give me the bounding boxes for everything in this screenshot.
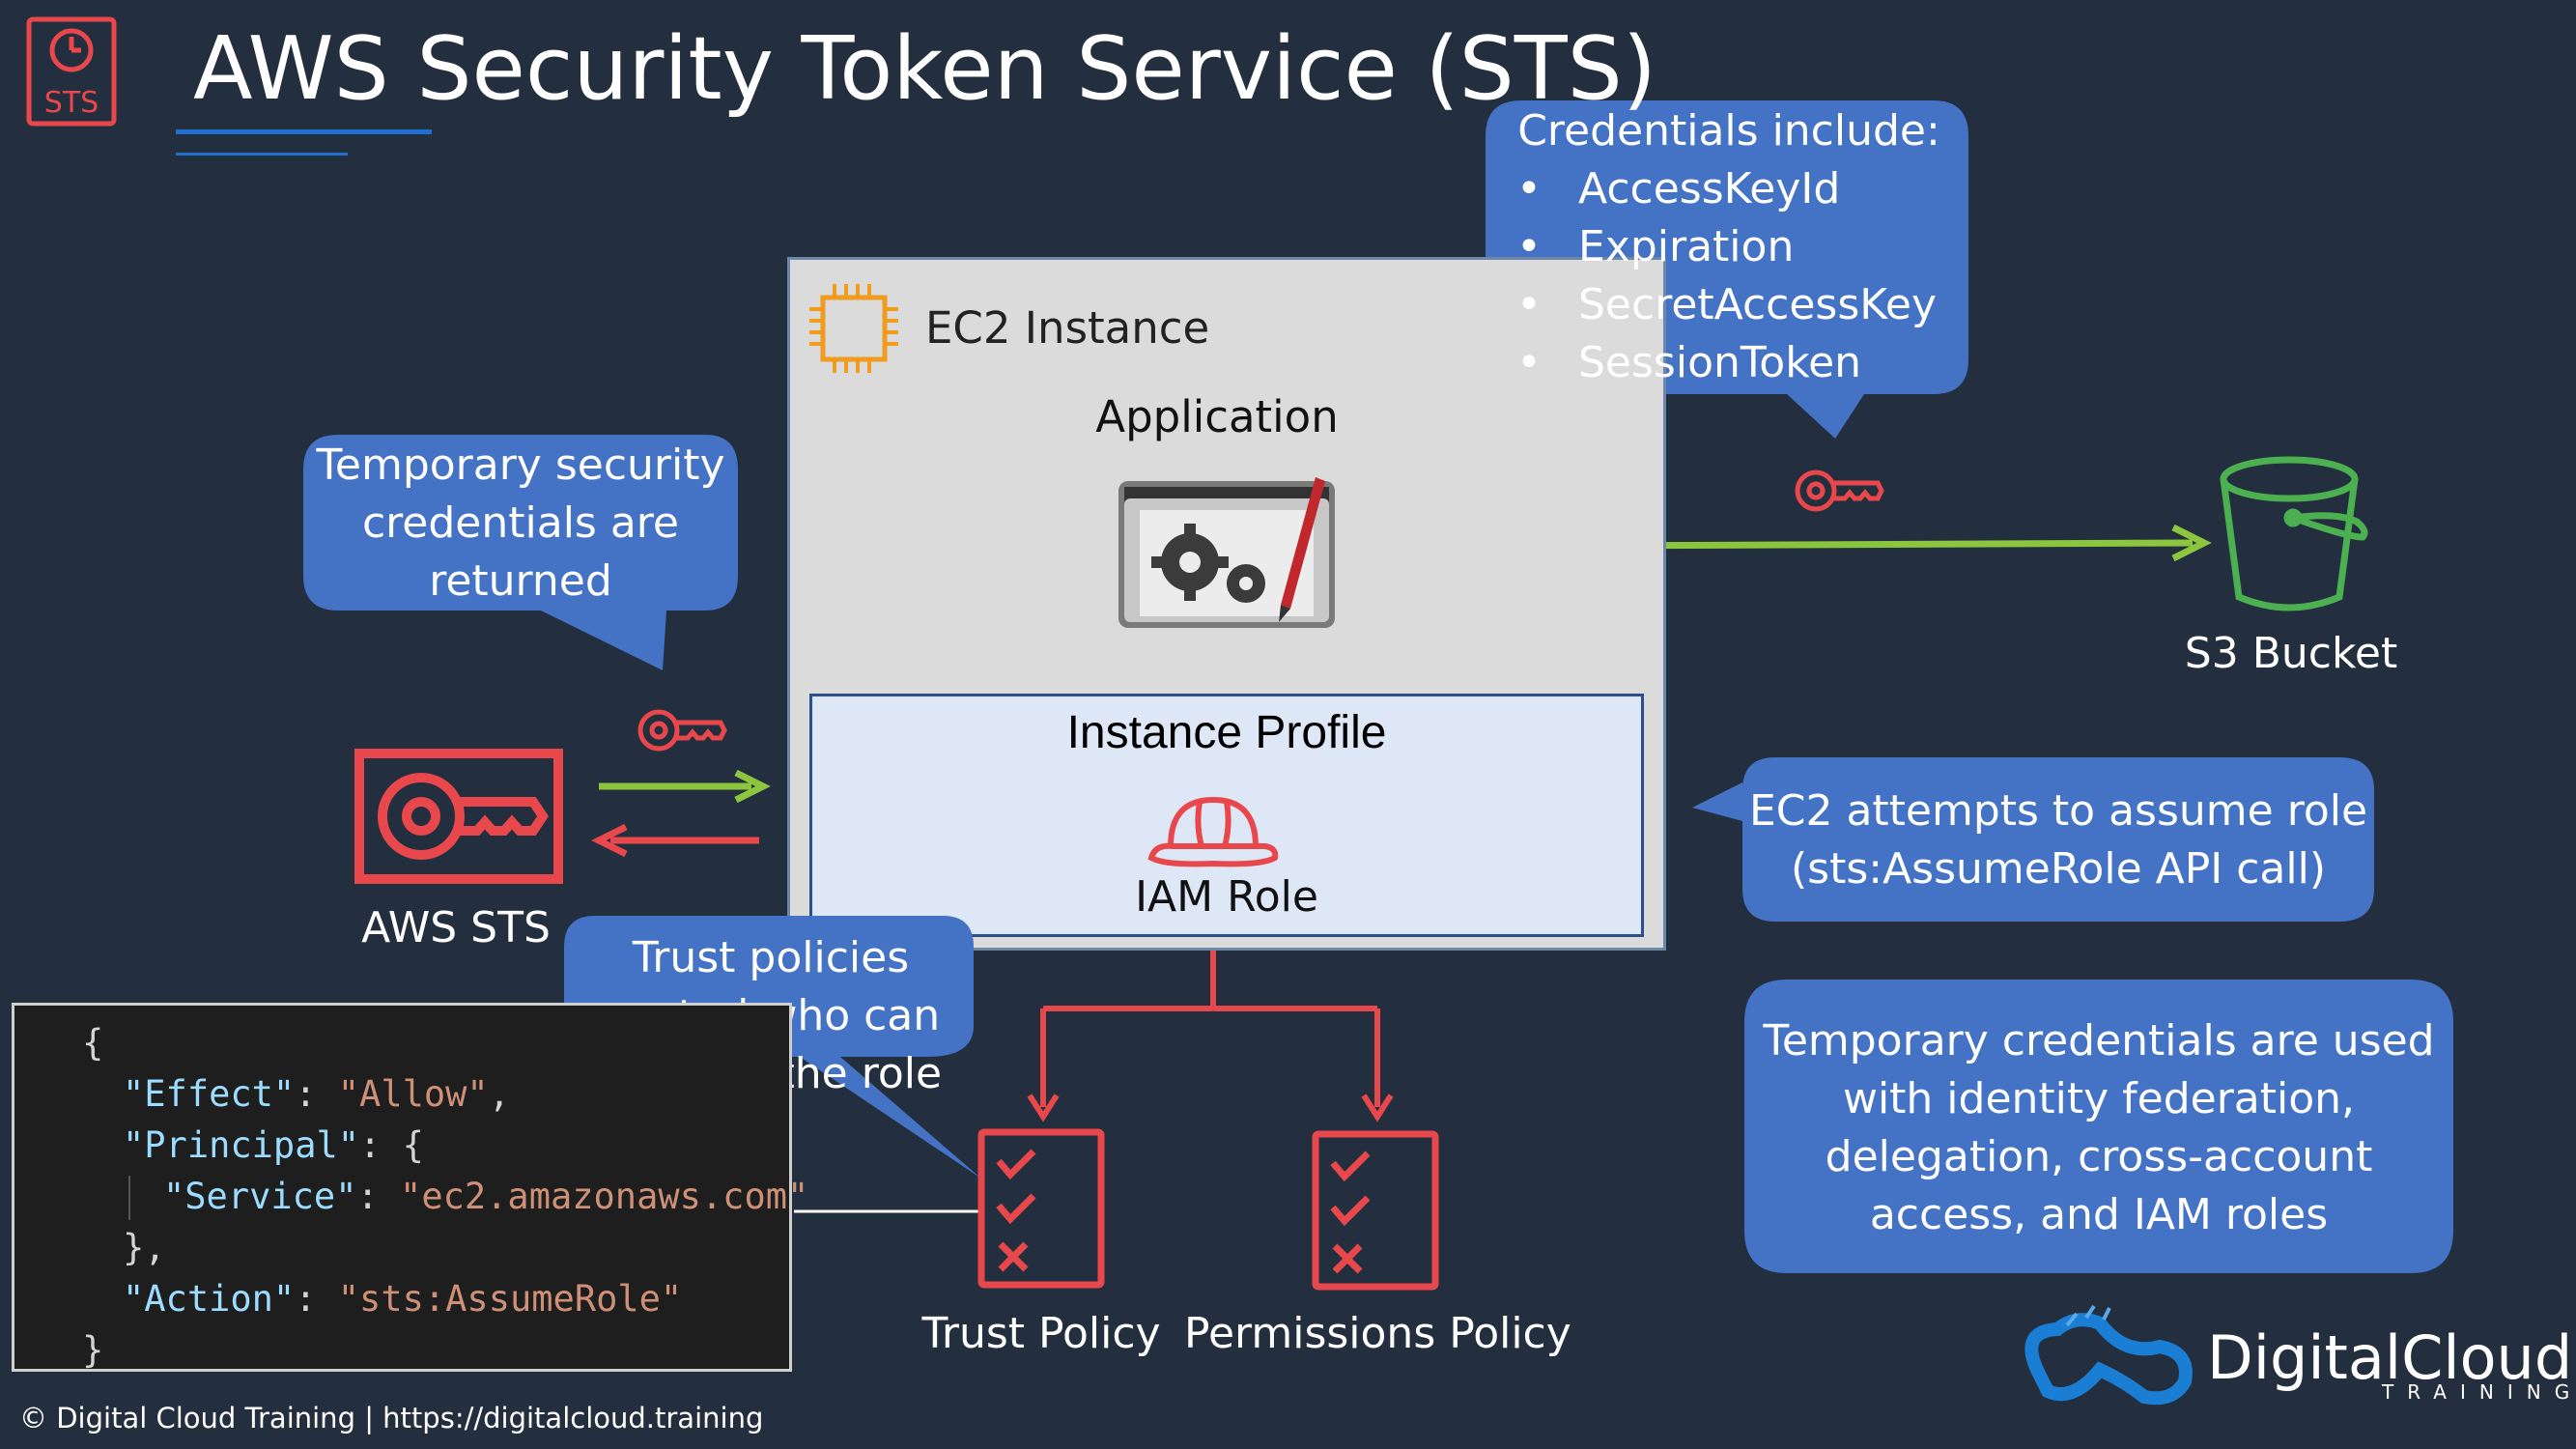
- credentials-list-item: Expiration: [1507, 218, 1970, 276]
- s3-bucket-icon: [2220, 456, 2368, 611]
- brand-name: DigitalCloud: [2207, 1322, 2573, 1393]
- assume-role-callout-bubble: [1692, 757, 2374, 922]
- code-line: "Service": "ec2.amazonaws.com": [163, 1176, 809, 1217]
- application-folder-gears-icon: [1118, 477, 1335, 628]
- callout-line: credentials are: [361, 498, 679, 548]
- callout-line: returned: [429, 556, 612, 606]
- aws-sts-label: AWS STS: [361, 903, 551, 952]
- code-line: "Effect": "Allow",: [123, 1073, 510, 1115]
- iam-role-hard-hat-icon: [1147, 796, 1279, 867]
- trust-policy-code-block: { "Effect": "Allow", "Principal": { "Ser…: [12, 1003, 808, 1372]
- aws-sts-key-icon: [354, 749, 563, 884]
- callout-line: Trust policies: [632, 933, 910, 982]
- title-underline: [176, 129, 432, 134]
- code-line: },: [123, 1227, 166, 1268]
- sts-to-ec2-arrow: [599, 769, 771, 804]
- code-line: }: [82, 1329, 104, 1371]
- s3-bucket-label: S3 Bucket: [2184, 629, 2398, 678]
- ec2-to-sts-arrow: [591, 823, 759, 858]
- title-underline-secondary: [176, 153, 348, 156]
- application-label: Application: [1095, 391, 1339, 442]
- sts-badge-text: STS: [44, 86, 99, 120]
- credentials-callout-title: Credentials include:: [1517, 106, 1940, 156]
- callout-line: (sts:AssumeRole API call): [1790, 844, 2327, 894]
- code-line: "Action": "sts:AssumeRole": [123, 1278, 683, 1320]
- credentials-list-item: SecretAccessKey: [1507, 276, 1970, 334]
- temp-returned-callout-bubble: [303, 435, 738, 670]
- credentials-list-item: AccessKeyId: [1507, 160, 1970, 218]
- brand-subtitle: TRAINING: [2382, 1380, 2576, 1404]
- code-indent-guide: [128, 1176, 130, 1220]
- temp-returned-callout-text: Temporary security credentials are retur…: [303, 437, 738, 611]
- trust-policy-checklist-icon: [977, 1128, 1105, 1289]
- code-line: "Principal": {: [123, 1124, 424, 1166]
- callout-line: access, and IAM roles: [1869, 1190, 2329, 1239]
- callout-line: delegation, cross-account: [1825, 1132, 2373, 1181]
- callout-line: Temporary security: [316, 440, 725, 490]
- code-line: {: [82, 1022, 104, 1064]
- callout-line: with identity federation,: [1842, 1074, 2356, 1123]
- temp-used-callout-bubble: [1744, 980, 2453, 1273]
- ec2-chip-icon: [809, 284, 898, 373]
- role-to-policies-connector: [1027, 939, 1394, 1122]
- trust-policy-label: Trust Policy: [921, 1309, 1161, 1358]
- iam-role-label: IAM Role: [1135, 872, 1318, 922]
- key-icon: [637, 709, 727, 752]
- permissions-policy-label: Permissions Policy: [1184, 1309, 1571, 1358]
- ec2-instance-label: EC2 Instance: [925, 302, 1210, 354]
- cloud-logo-icon: [2024, 1304, 2193, 1406]
- temp-used-callout-text: Temporary credentials are used with iden…: [1744, 1012, 2453, 1244]
- instance-profile-label: Instance Profile: [1066, 707, 1387, 758]
- copyright-text: © Digital Cloud Training | https://digit…: [19, 1402, 764, 1435]
- credentials-list-item: SessionToken: [1507, 334, 1970, 392]
- callout-line: Temporary credentials are used: [1763, 1016, 2435, 1065]
- permissions-policy-checklist-icon: [1312, 1130, 1439, 1291]
- key-icon: [1795, 469, 1884, 512]
- assume-role-callout-text: EC2 attempts to assume role (sts:AssumeR…: [1742, 782, 2374, 898]
- credentials-list: AccessKeyId Expiration SecretAccessKey S…: [1507, 160, 1970, 392]
- page-title: AWS Security Token Service (STS): [193, 18, 1656, 120]
- sts-badge-icon: STS: [26, 16, 117, 127]
- callout-line: EC2 attempts to assume role: [1748, 786, 2368, 836]
